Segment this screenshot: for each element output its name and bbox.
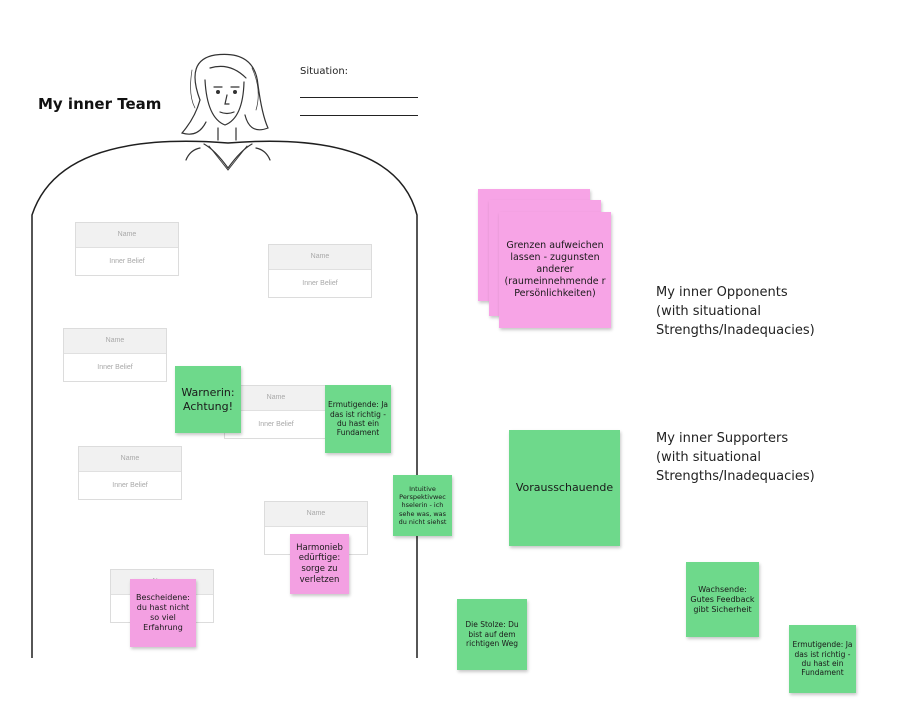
supporters-label: My inner Supporters (with situational St… bbox=[656, 429, 815, 486]
card-name: Name bbox=[225, 386, 327, 411]
situation-line-1[interactable] bbox=[300, 97, 418, 98]
inner-member-card[interactable]: Name Inner Belief bbox=[63, 328, 167, 382]
opponents-label-line: My inner Opponents bbox=[656, 285, 788, 300]
card-belief: Inner Belief bbox=[302, 280, 338, 287]
inner-member-card[interactable]: Name Inner Belief bbox=[75, 222, 179, 276]
body-outline bbox=[31, 140, 418, 658]
inner-member-card[interactable]: Name Inner Belief bbox=[224, 385, 328, 439]
card-belief: Inner Belief bbox=[97, 364, 133, 371]
situation-line-2[interactable] bbox=[300, 115, 418, 116]
inner-member-card[interactable]: Name Inner Belief bbox=[268, 244, 372, 298]
card-name: Name bbox=[269, 245, 371, 270]
sticky-note-wachsende[interactable]: Wachsende: Gutes Feedback gibt Sicherhei… bbox=[686, 562, 759, 637]
card-belief: Inner Belief bbox=[109, 258, 145, 265]
card-name: Name bbox=[64, 329, 166, 354]
supporters-label-line: My inner Supporters bbox=[656, 431, 789, 446]
supporters-label-line: (with situational bbox=[656, 450, 761, 465]
card-name: Name bbox=[265, 502, 367, 527]
board-title: My inner Team bbox=[38, 95, 162, 113]
sticky-note-harmonie[interactable]: Harmonieb edürftige: sorge zu verletzen bbox=[290, 534, 349, 594]
sticky-note-bescheidene[interactable]: Bescheidene: du hast nicht so viel Erfah… bbox=[130, 579, 196, 647]
sticky-note-ermutigende-2[interactable]: Ermutigende: Ja das ist richtig - du has… bbox=[789, 625, 856, 693]
card-name: Name bbox=[79, 447, 181, 472]
situation-label: Situation: bbox=[300, 66, 349, 77]
card-belief: Inner Belief bbox=[112, 482, 148, 489]
opponents-label-line: Strengths/Inadequacies) bbox=[656, 323, 815, 338]
opponents-label-line: (with situational bbox=[656, 304, 761, 319]
sticky-note-intuitive[interactable]: Intuitive Perspektivwec hselerin - ich s… bbox=[393, 475, 452, 536]
opponents-label: My inner Opponents (with situational Str… bbox=[656, 283, 815, 340]
card-belief: Inner Belief bbox=[258, 421, 294, 428]
supporters-label-line: Strengths/Inadequacies) bbox=[656, 469, 815, 484]
sticky-note-vorausschauende[interactable]: Vorausschauende bbox=[509, 430, 620, 546]
woman-sketch-icon bbox=[180, 53, 271, 171]
sticky-note-ermutigende[interactable]: Ermutigende: Ja das ist richtig - du has… bbox=[325, 385, 391, 453]
sticky-note-warnerin[interactable]: Warnerin: Achtung! bbox=[175, 366, 241, 433]
sticky-note-grenzen[interactable]: Grenzen aufweichen lassen - zugunsten an… bbox=[499, 212, 611, 328]
sticky-note-stolze[interactable]: Die Stolze: Du bist auf dem richtigen We… bbox=[457, 599, 527, 670]
inner-member-card[interactable]: Name Inner Belief bbox=[78, 446, 182, 500]
card-name: Name bbox=[76, 223, 178, 248]
